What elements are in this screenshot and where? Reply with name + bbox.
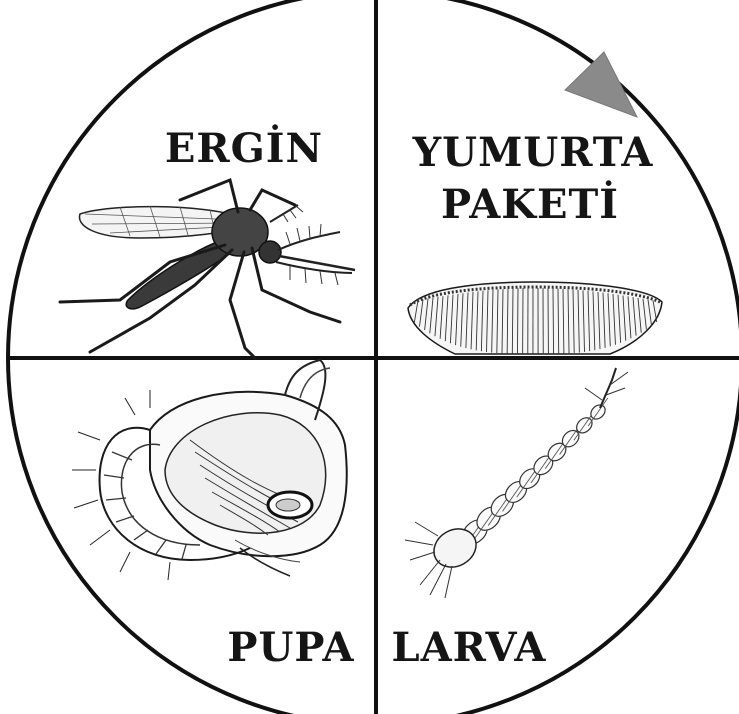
egg-raft-stripe xyxy=(517,288,518,354)
label-egg-raft-line1: YUMURTA xyxy=(412,129,654,176)
label-adult: ERGİN xyxy=(165,125,323,172)
label-pupa: PUPA xyxy=(227,624,354,671)
label-egg-raft-line2: PAKETİ xyxy=(441,181,619,228)
label-larva: LARVA xyxy=(392,624,547,671)
egg-raft-stripe xyxy=(553,288,554,354)
egg-raft-illustration xyxy=(408,282,662,354)
